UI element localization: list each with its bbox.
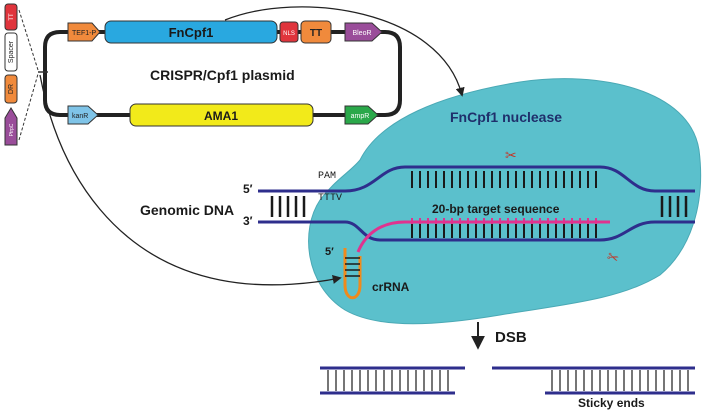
cassette-promoter-label: PtrpC [9,123,15,136]
nuclease-label: FnCpf1 nuclease [450,109,562,125]
sticky-ends-label: Sticky ends [578,396,645,410]
genomic-three-prime: 3′ [243,214,253,228]
cassette-dr-label: DR [8,84,15,94]
cassette-spacer-label: Spacer [8,40,15,63]
fncpf1-gene-box [104,20,278,44]
arrow-cassette-to-crrna [39,74,342,286]
arrow-plasmid-to-nuclease [224,6,465,97]
target-strand-basepairs [411,224,597,238]
ampr-arrow [344,105,379,125]
nls-label: NLS [283,31,295,37]
pam-sequence: TTTV [318,193,342,204]
genomic-five-prime: 5′ [243,182,253,196]
plasmid-title: CRISPR/Cpf1 plasmid [150,67,295,83]
genomic-dna-label: Genomic DNA [140,202,234,218]
kanr-label: kanR [72,113,88,120]
dsb-label: DSB [495,329,527,346]
ama1-label: AMA1 [204,109,238,123]
sticky-end-right-fragment [492,366,695,395]
genomic-bottom-strand-right [380,220,695,242]
right-duplex-basepairs [660,196,688,217]
crrna-hairpin-pairs [345,257,360,277]
sticky-end-left-fragment [320,366,465,395]
cassette-promoter-arrow [4,107,18,146]
genomic-bottom-strand-left [258,220,381,242]
scissors-icon-bottom: ✂ [605,248,621,267]
crrna-target-ticks [411,218,597,224]
plasmid-terminator-label: TT [310,28,322,39]
top-strand-ticks [411,171,597,188]
fncpf1-gene-label: FnCpf1 [169,25,214,40]
genomic-top-strand [258,165,695,193]
crrna-label: crRNA [372,280,410,294]
plasmid-terminator-box [300,20,332,44]
crrna-hairpin [343,248,362,300]
plasmid-backbone [43,30,402,117]
nls-box [279,21,299,43]
pam-label: PAM [318,171,336,182]
bleor-label: BleoR [352,30,371,37]
scissors-icon: ✂ [505,147,517,163]
cassette-dash-bottom [18,73,39,141]
target-sequence-label: 20-bp target sequence [432,202,560,216]
left-duplex-basepairs [270,196,306,217]
cassette-terminator-label: TT [9,13,15,21]
cassette-terminator-box [4,3,18,31]
kanr-arrow [67,105,99,125]
cassette-dr-box [4,74,18,104]
bleor-arrow [344,22,383,42]
tef1-promoter-label: TEF1-P [72,30,96,37]
crrna-five-prime: 5′ [325,246,334,258]
fncpf1-nuclease-shape [308,78,702,325]
cassette-spacer-box [4,32,18,72]
tef1-promoter-arrow [67,22,101,42]
cassette-dash-top [18,9,39,71]
crrna-target-strand [356,220,610,253]
ampr-label: ampR [351,113,370,120]
ama1-box [129,103,314,127]
